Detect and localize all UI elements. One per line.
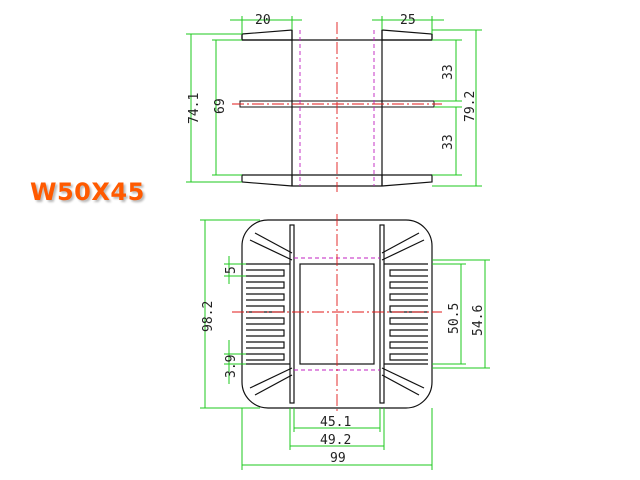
top-flange-right bbox=[381, 29, 433, 41]
part-title: W50X45 bbox=[30, 178, 145, 206]
dim-overall-height-right: 79.2 bbox=[463, 91, 478, 122]
top-flange bbox=[241, 29, 293, 41]
dim-window-outer: 49.2 bbox=[320, 433, 351, 448]
top-view: 20 25 74.1 69 33 33 79.2 bbox=[186, 13, 482, 192]
dim-slot-width: 3.9 bbox=[224, 355, 239, 378]
dim-overall-height-left: 74.1 bbox=[187, 93, 202, 124]
comb-pins-left bbox=[246, 263, 290, 365]
bottom-view: 98.2 5 3.9 50.5 54.6 45.1 49.2 bbox=[200, 214, 490, 470]
dim-lower-section: 33 bbox=[441, 134, 456, 150]
core-post-left bbox=[289, 224, 295, 404]
dim-slot-pitch: 5 bbox=[224, 266, 239, 274]
dim-top-left-flange: 20 bbox=[255, 13, 271, 28]
dim-window-inner: 45.1 bbox=[320, 415, 351, 430]
dim-overall-width: 99 bbox=[330, 451, 346, 466]
dim-body-height: 98.2 bbox=[201, 301, 216, 332]
dim-inner-height-left: 69 bbox=[213, 98, 228, 114]
dim-comb-span-outer: 54.6 bbox=[471, 305, 486, 336]
dim-upper-section: 33 bbox=[441, 64, 456, 80]
dim-top-right-flange: 25 bbox=[400, 13, 416, 28]
dim-comb-span-inner: 50.5 bbox=[447, 303, 462, 334]
comb-pins-right bbox=[384, 263, 428, 365]
core-post-right bbox=[379, 224, 385, 404]
